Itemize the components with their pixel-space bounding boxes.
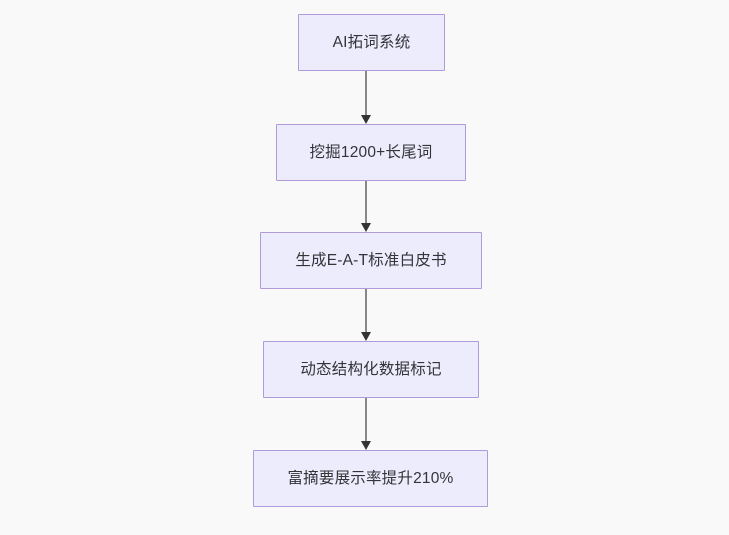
arrowhead-icon	[361, 332, 371, 341]
flow-connector-4-5	[356, 398, 376, 450]
flow-node-3[interactable]: 生成E-A-T标准白皮书	[260, 232, 482, 289]
connector-line	[365, 289, 367, 333]
connector-line	[365, 398, 367, 442]
flow-node-1[interactable]: AI拓词系统	[298, 14, 445, 71]
connector-line	[365, 181, 367, 224]
connector-line	[365, 71, 367, 116]
flow-node-5[interactable]: 富摘要展示率提升210%	[253, 450, 488, 507]
flow-node-4[interactable]: 动态结构化数据标记	[263, 341, 479, 398]
arrowhead-icon	[361, 115, 371, 124]
arrowhead-icon	[361, 441, 371, 450]
flow-node-label: 动态结构化数据标记	[300, 360, 442, 378]
flow-connector-2-3	[356, 181, 376, 232]
flow-node-label: 生成E-A-T标准白皮书	[295, 251, 447, 269]
flow-node-label: 富摘要展示率提升210%	[287, 469, 454, 487]
arrowhead-icon	[361, 223, 371, 232]
flow-node-2[interactable]: 挖掘1200+长尾词	[276, 124, 466, 181]
flow-connector-3-4	[356, 289, 376, 341]
flow-node-label: AI拓词系统	[332, 33, 411, 51]
flow-node-label: 挖掘1200+长尾词	[309, 143, 433, 161]
flow-connector-1-2	[356, 71, 376, 124]
